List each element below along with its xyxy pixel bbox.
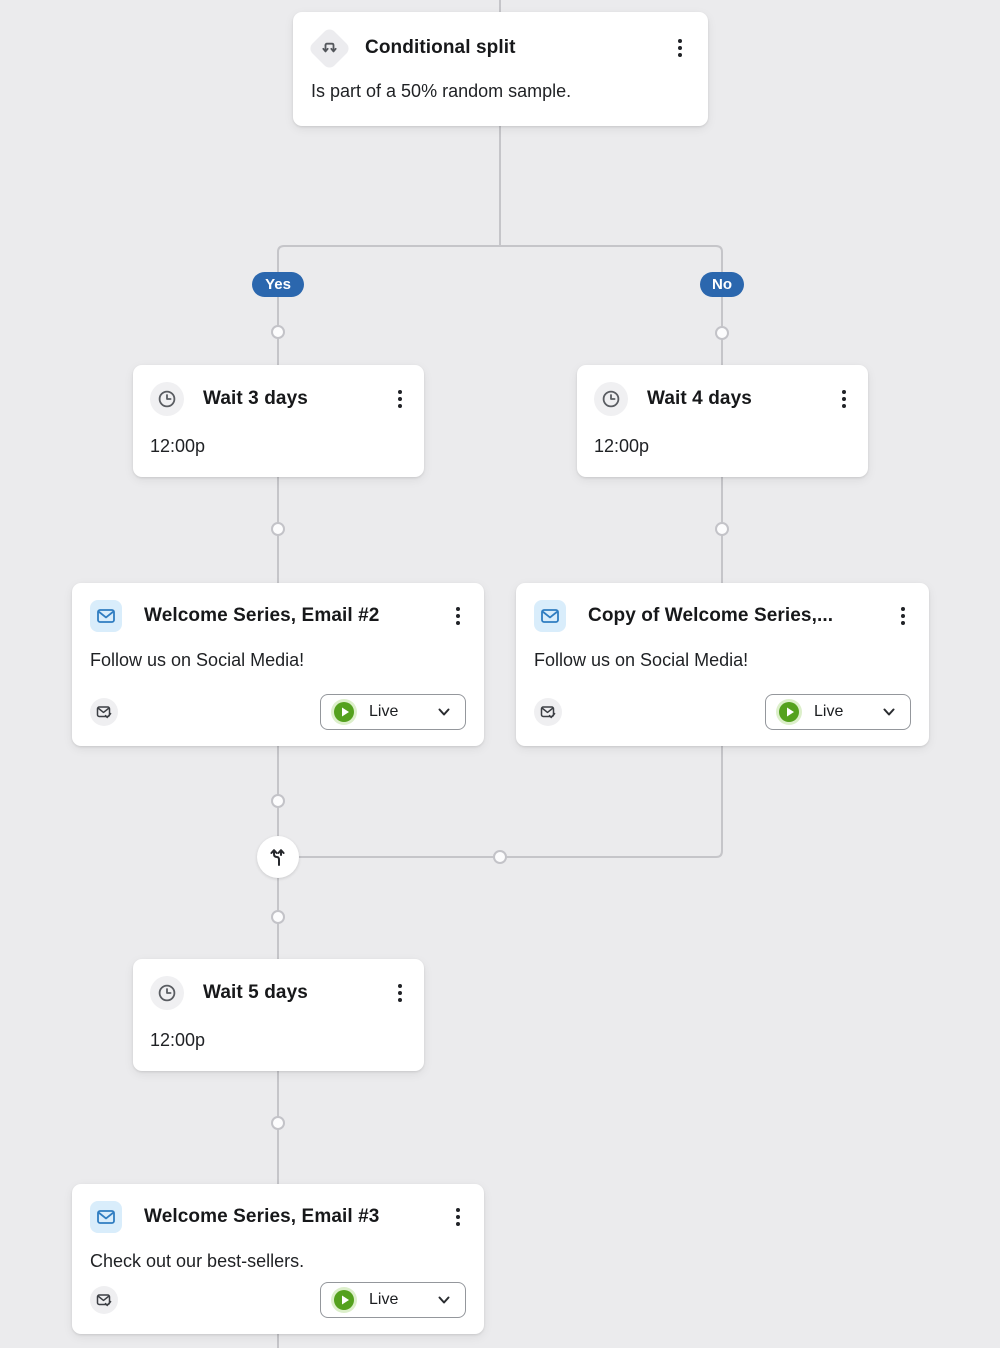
add-step-node[interactable] — [271, 522, 285, 536]
branch-label-no: No — [700, 272, 744, 297]
connector-branch-line — [277, 245, 723, 365]
email-card-welcome-3[interactable]: Welcome Series, Email #3 Check out our b… — [72, 1184, 484, 1334]
email-check-icon — [90, 1286, 118, 1314]
email-subject: Follow us on Social Media! — [90, 650, 305, 670]
add-step-node[interactable] — [271, 325, 285, 339]
email-subject: Check out our best-sellers. — [90, 1251, 305, 1271]
chevron-down-icon — [438, 1296, 450, 1304]
wait-card-5-days[interactable]: Wait 5 days 12:00p — [133, 959, 424, 1071]
node-title: Copy of Welcome Series,... — [588, 605, 834, 626]
node-title: Welcome Series, Email #3 — [144, 1206, 380, 1227]
kebab-menu-icon[interactable] — [836, 386, 852, 412]
clock-icon — [594, 382, 628, 416]
conditional-split-icon — [307, 26, 351, 70]
wait-card-3-days[interactable]: Wait 3 days 12:00p — [133, 365, 424, 477]
wait-time: 12:00p — [150, 1030, 206, 1050]
email-check-icon — [534, 698, 562, 726]
kebab-menu-icon[interactable] — [392, 386, 408, 412]
email-icon — [90, 1201, 122, 1233]
node-title: Wait 5 days — [203, 982, 308, 1003]
add-step-node[interactable] — [715, 326, 729, 340]
status-label: Live — [369, 1291, 399, 1308]
email-card-welcome-2[interactable]: Welcome Series, Email #2 Follow us on So… — [72, 583, 484, 746]
play-circle-icon — [334, 1290, 354, 1310]
play-circle-icon — [779, 702, 799, 722]
status-dropdown[interactable]: Live — [320, 1282, 466, 1318]
kebab-menu-icon[interactable] — [450, 1204, 466, 1230]
status-label: Live — [814, 703, 844, 720]
kebab-menu-icon[interactable] — [450, 603, 466, 629]
conditional-split-card[interactable]: Conditional split Is part of a 50% rando… — [293, 12, 708, 126]
email-subject: Follow us on Social Media! — [534, 650, 749, 670]
status-label: Live — [369, 703, 399, 720]
chevron-down-icon — [883, 708, 895, 716]
connector-merge-line — [285, 746, 723, 858]
add-step-node[interactable] — [271, 794, 285, 808]
wait-card-4-days[interactable]: Wait 4 days 12:00p — [577, 365, 868, 477]
node-description: Is part of a 50% random sample. — [311, 81, 572, 101]
kebab-menu-icon[interactable] — [895, 603, 911, 629]
branch-label-yes: Yes — [252, 272, 304, 297]
kebab-menu-icon[interactable] — [672, 35, 688, 61]
play-circle-icon — [334, 702, 354, 722]
node-title: Wait 3 days — [203, 388, 308, 409]
status-dropdown[interactable]: Live — [320, 694, 466, 730]
chevron-down-icon — [438, 708, 450, 716]
add-step-node[interactable] — [271, 910, 285, 924]
email-check-icon — [90, 698, 118, 726]
wait-time: 12:00p — [150, 436, 206, 456]
clock-icon — [150, 382, 184, 416]
email-icon — [90, 600, 122, 632]
node-title: Conditional split — [365, 37, 516, 58]
path-merge-icon — [257, 836, 299, 878]
email-icon — [534, 600, 566, 632]
clock-icon — [150, 976, 184, 1010]
add-step-node[interactable] — [493, 850, 507, 864]
email-card-copy-welcome[interactable]: Copy of Welcome Series,... Follow us on … — [516, 583, 929, 746]
add-step-node[interactable] — [271, 1116, 285, 1130]
wait-time: 12:00p — [594, 436, 650, 456]
node-title: Wait 4 days — [647, 388, 752, 409]
kebab-menu-icon[interactable] — [392, 980, 408, 1006]
node-title: Welcome Series, Email #2 — [144, 605, 380, 626]
status-dropdown[interactable]: Live — [765, 694, 911, 730]
add-step-node[interactable] — [715, 522, 729, 536]
